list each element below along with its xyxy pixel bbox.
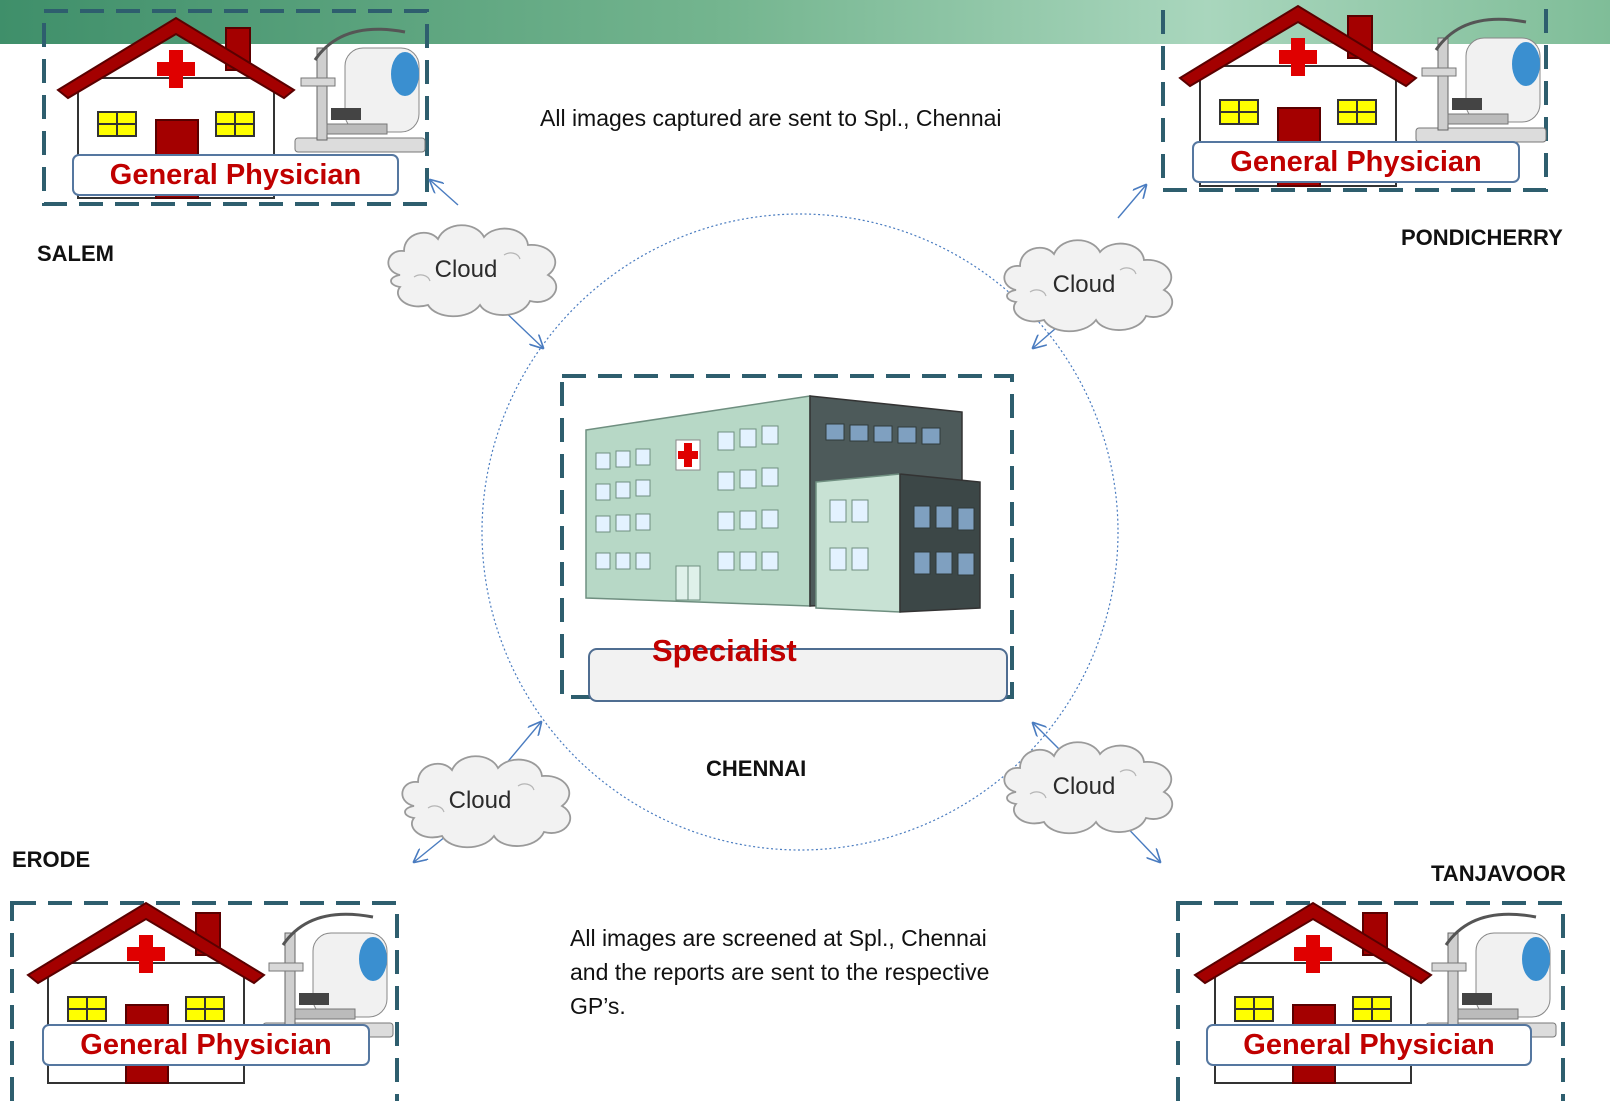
tanjavoor-arrow-up [1033, 723, 1064, 754]
note-bottom-line-1: All images are screened at Spl., Chennai [570, 925, 987, 951]
note-bottom-line-3: GP’s. [570, 993, 626, 1019]
erode-cloud: Cloud [401, 755, 572, 849]
note-top: All images captured are sent to Spl., Ch… [540, 105, 1002, 131]
erode-gp-label: General Physician [42, 1024, 370, 1066]
tanjavoor-gp-label: General Physician [1206, 1024, 1532, 1066]
pondicherry-site-box [1161, 0, 1548, 192]
tanjavoor-site-box [1176, 901, 1565, 1101]
note-bottom-line-2: and the reports are sent to the respecti… [570, 959, 990, 985]
salem-site-box [42, 9, 429, 206]
pondicherry-scanner-icon [1414, 17, 1548, 144]
hospital-building-icon [585, 395, 981, 613]
city-erode: ERODE [12, 847, 91, 872]
city-salem: SALEM [37, 241, 114, 266]
tanjavoor-cloud: Cloud [1003, 741, 1174, 835]
tanjavoor-cloud-label: Cloud [1053, 773, 1116, 800]
erode-arrow-up [504, 722, 541, 766]
specialist-label: Specialist [652, 633, 797, 668]
pondicherry-cloud: Cloud [1003, 239, 1174, 333]
city-tanjavoor: TANJAVOOR [1431, 861, 1566, 886]
salem-scanner-icon [293, 27, 427, 154]
specialist-label-box [588, 648, 1008, 702]
city-pondicherry: PONDICHERRY [1401, 225, 1563, 250]
erode-site-box [10, 901, 399, 1101]
chennai-hub-circle [481, 213, 1119, 851]
salem-gp-label: General Physician [72, 154, 399, 196]
erode-arrow-down [414, 835, 447, 862]
city-chennai: CHENNAI [706, 756, 807, 781]
note-bottom: All images are screened at Spl., Chennai… [570, 921, 1110, 1023]
tanjavoor-scanner-icon [1424, 912, 1558, 1039]
pondicherry-arrow-up [1117, 185, 1146, 219]
pondicherry-gp-label: General Physician [1192, 141, 1520, 183]
salem-arrow-up [430, 180, 459, 206]
erode-cloud-label: Cloud [449, 787, 512, 814]
erode-scanner-icon [261, 912, 395, 1039]
salem-cloud-label: Cloud [435, 256, 498, 283]
pondicherry-cloud-label: Cloud [1053, 271, 1116, 298]
salem-cloud: Cloud [387, 224, 558, 318]
